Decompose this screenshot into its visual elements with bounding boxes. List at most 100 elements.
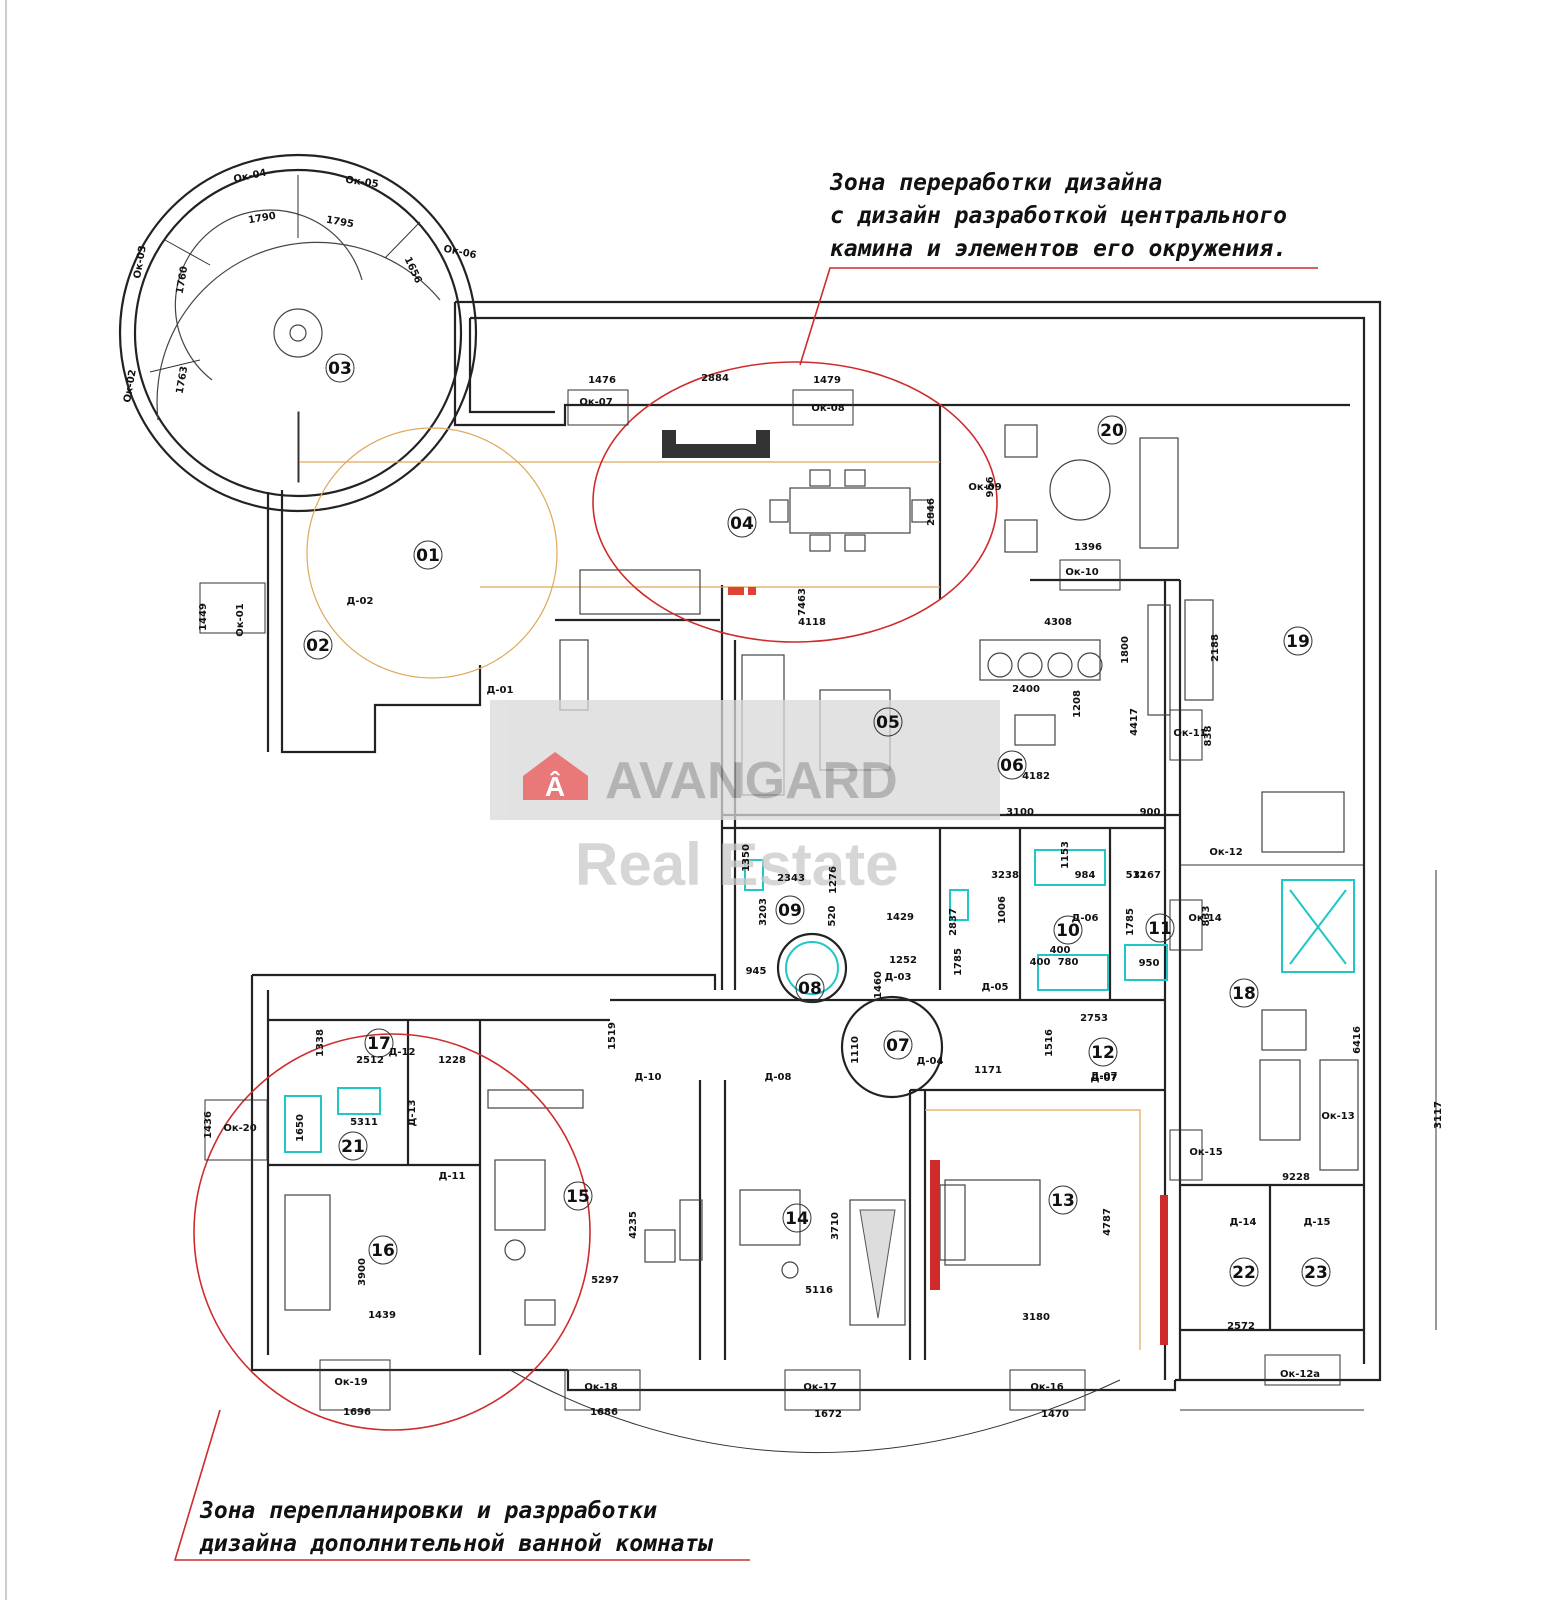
room-number: 03 <box>328 359 352 379</box>
room-number: 13 <box>1051 1191 1075 1211</box>
dimension-label: 1479 <box>813 375 841 386</box>
room-marker <box>368 1235 398 1265</box>
top-note-line-3: камина и элементов его окружения. <box>830 236 1287 262</box>
bottom-note-leader <box>173 1409 750 1561</box>
door-label: Д-02 <box>347 596 374 607</box>
room-marker <box>1145 913 1175 943</box>
dimension-label: 512 <box>1126 870 1147 881</box>
room-number: 15 <box>566 1187 590 1207</box>
dimension-label: 9228 <box>1282 1172 1310 1183</box>
room-marker <box>883 1030 913 1060</box>
room-number: 16 <box>371 1241 395 1261</box>
dimension-label: 3100 <box>1006 807 1034 818</box>
room-number: 06 <box>1000 756 1024 776</box>
dimension-label: 1208 <box>1072 690 1083 718</box>
house-logo-icon <box>523 752 588 800</box>
dimension-label: 2400 <box>1012 684 1040 695</box>
dimension-label: 4235 <box>628 1211 639 1239</box>
window-label: Ок-08 <box>811 403 844 414</box>
room-marker <box>1048 1185 1078 1215</box>
dimension-label: 2512 <box>356 1055 384 1066</box>
dimension-label: 1228 <box>438 1055 466 1066</box>
room-marker <box>997 750 1027 780</box>
room-number: 11 <box>1148 919 1172 939</box>
dimension-label: 1470 <box>1041 1409 1069 1420</box>
dimension-label: 1460 <box>873 971 884 999</box>
room-marker <box>364 1028 394 1058</box>
room-number: 02 <box>306 636 330 656</box>
dimension-label: 984 <box>1075 870 1096 881</box>
door-label: Д-07 <box>1091 1073 1118 1084</box>
window-label: Ок-12а <box>1280 1369 1320 1380</box>
room-marker <box>782 1203 812 1233</box>
dimension-label: 1656 <box>402 255 424 285</box>
window-label: Ок-12 <box>1209 847 1242 858</box>
dimension-label: 1650 <box>295 1114 306 1142</box>
room-marker <box>413 540 443 570</box>
dimension-label: 1785 <box>1125 908 1136 936</box>
door-label: Д-14 <box>1230 1217 1257 1228</box>
room-number: 17 <box>367 1034 391 1054</box>
dimension-label: 3167 <box>1133 870 1161 881</box>
room-marker <box>795 973 825 1003</box>
dimension-label: 1763 <box>175 365 191 394</box>
dimension-label: 4182 <box>1022 771 1050 782</box>
dimension-label: 1153 <box>1060 841 1071 869</box>
dimension-label: 3900 <box>357 1258 368 1286</box>
dimension-label: 1110 <box>850 1036 861 1064</box>
window-label: Ок-16 <box>1030 1382 1063 1393</box>
room-number: 10 <box>1056 921 1080 941</box>
dimension-label: 1429 <box>886 912 914 923</box>
door-label: Д-01 <box>487 685 514 696</box>
room-marker <box>1301 1257 1331 1287</box>
bottom-note: Зона перепланировки и разрработки дизайн… <box>199 1498 713 1557</box>
dimension-label: 400 <box>1050 945 1071 956</box>
window-label: Ок-04 <box>233 168 268 186</box>
window-label: Ок-10 <box>1065 567 1098 578</box>
window-label: Ок-09 <box>968 482 1001 493</box>
dimension-label: 2572 <box>1227 1321 1255 1332</box>
dimension-label: 4417 <box>1129 708 1140 736</box>
window-label: Ок-14 <box>1188 913 1221 924</box>
window-label: Ок-01 <box>235 603 246 636</box>
window-label: Ок-18 <box>584 1382 617 1393</box>
dimension-label: 1439 <box>368 1310 396 1321</box>
dimension-label: 2343 <box>777 873 805 884</box>
room-marker <box>775 895 805 925</box>
dimension-label: 7463 <box>797 588 808 616</box>
window-label: Ок-17 <box>803 1382 836 1393</box>
room-marker <box>338 1131 368 1161</box>
dimension-label: 1519 <box>607 1022 618 1050</box>
room-marker <box>727 508 757 538</box>
watermark: Â AVANGARD Real Estate <box>490 700 1000 898</box>
door-label: Д-06 <box>1072 913 1099 924</box>
dimension-label: 1760 <box>175 265 191 294</box>
dimension-label: 4308 <box>1044 617 1072 628</box>
round-room-03 <box>118 153 478 513</box>
dimension-label: 1516 <box>1044 1029 1055 1057</box>
dimension-label: 1790 <box>247 211 276 227</box>
window-label: Ок-19 <box>334 1377 367 1388</box>
room-marker <box>1229 1257 1259 1287</box>
circular-rooms <box>306 427 944 1099</box>
dimension-label: 1449 <box>198 603 209 631</box>
window-label: Ок-20 <box>223 1123 256 1134</box>
top-note: Зона переработки дизайна с дизайн разраб… <box>829 170 1287 262</box>
dimension-label: 1696 <box>343 1407 371 1418</box>
room-marker <box>1229 978 1259 1008</box>
room-marker <box>873 707 903 737</box>
dimension-label: 5297 <box>591 1275 619 1286</box>
dimension-label: 2837 <box>948 908 959 936</box>
room-number: 20 <box>1100 421 1124 441</box>
room-number: 23 <box>1304 1263 1328 1283</box>
bottom-note-line-2: дизайна дополнительной ванной комнаты <box>199 1531 713 1557</box>
room-number: 18 <box>1232 984 1256 1004</box>
window-label: Ок-07 <box>579 397 612 408</box>
dimension-label: 3710 <box>830 1212 841 1240</box>
dimension-label: 1785 <box>953 948 964 976</box>
door-label: Д-15 <box>1304 1217 1331 1228</box>
room-number: 09 <box>778 901 802 921</box>
